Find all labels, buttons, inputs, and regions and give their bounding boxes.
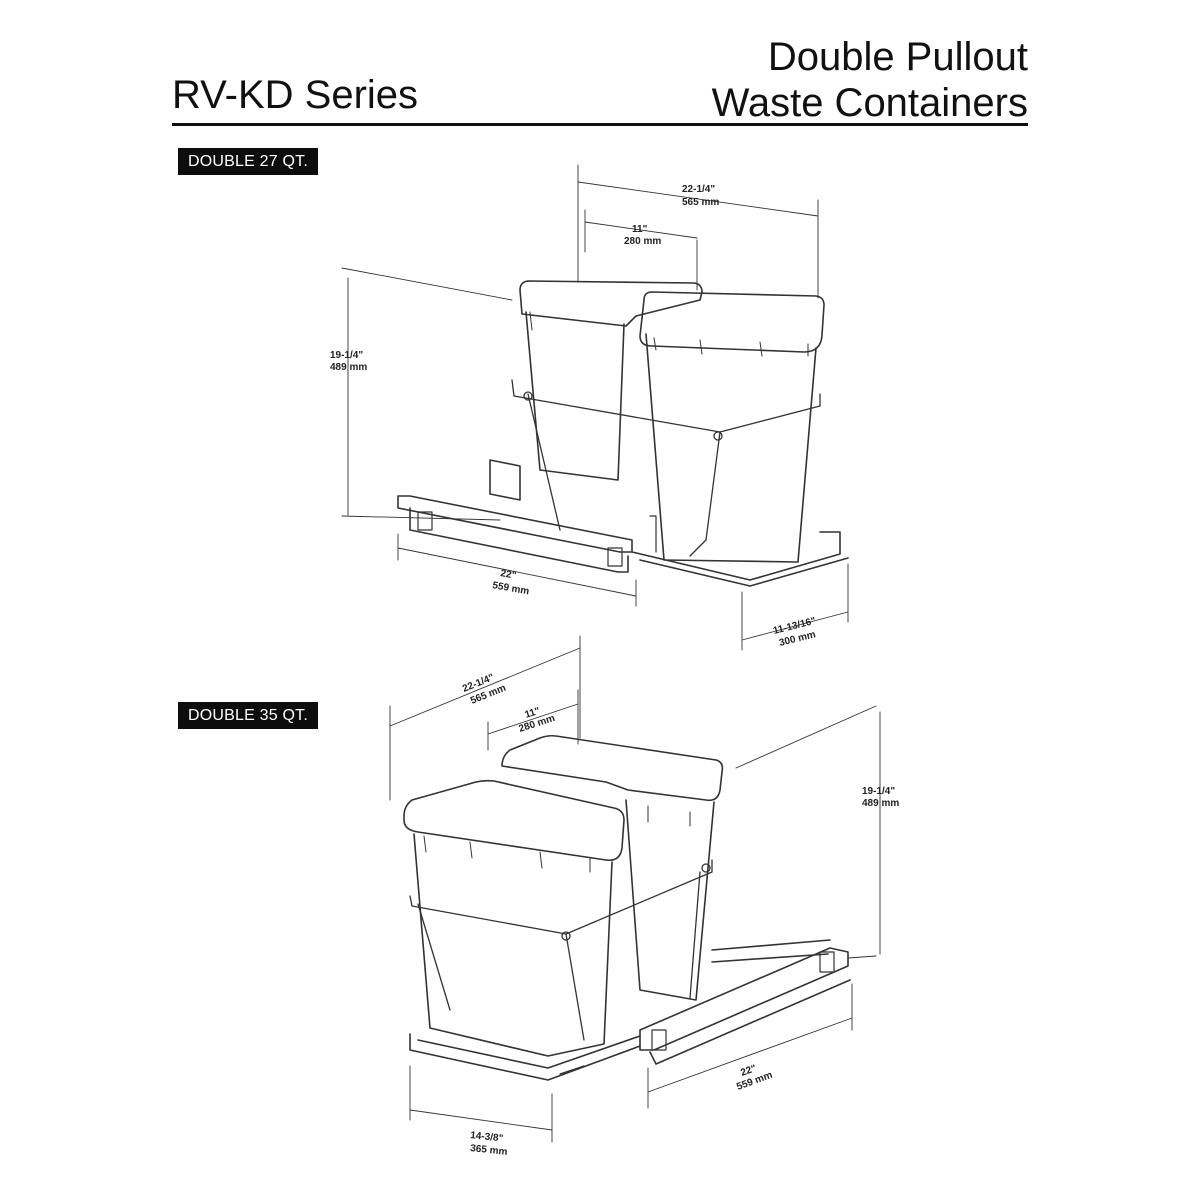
- header-rule: [172, 123, 1028, 126]
- bin-35-back: [501, 734, 724, 1001]
- dim-27-height-in: 19-1/4": [330, 350, 363, 361]
- dim-35-bin-in: 11": [524, 706, 542, 721]
- dim-35-front-mm: 365 mm: [470, 1143, 508, 1158]
- dim-35-height-mm: 489 mm: [862, 798, 899, 809]
- dim-27-bin-in: 11": [632, 224, 648, 235]
- dim-27-width-mm: 565 mm: [682, 197, 719, 208]
- dim-27-width-in: 22-1/4": [682, 184, 715, 195]
- drawing-double-35: [389, 635, 881, 1143]
- dim-35-front-in: 14-3/8": [470, 1130, 504, 1144]
- bin-27-front: [639, 291, 825, 563]
- dimension-lines-35: [389, 635, 881, 1143]
- dim-27-depth-in: 22": [499, 568, 517, 582]
- product-title-line-1: Double Pullout: [767, 35, 1028, 79]
- dim-27-bin-mm: 280 mm: [624, 236, 661, 247]
- dimension-lines-27: [341, 164, 849, 651]
- product-title-line-2: Waste Containers: [711, 81, 1028, 125]
- bin-27-back: [519, 280, 703, 481]
- rack-27: [511, 379, 821, 557]
- series-title: RV-KD Series: [172, 73, 419, 117]
- dim-35-depth-in: 22": [739, 1063, 758, 1079]
- slide-rail-27: [397, 459, 849, 587]
- dim-35-height-in: 19-1/4": [862, 786, 895, 797]
- slide-rail-35: [409, 939, 851, 1081]
- rack-35: [409, 859, 713, 1041]
- bin-35-front: [403, 779, 625, 1057]
- dim-27-height-mm: 489 mm: [330, 362, 367, 373]
- product-title: Double Pullout Waste Containers: [712, 34, 1028, 126]
- label-double-27: DOUBLE 27 QT.: [178, 148, 318, 175]
- dim-27-depth-mm: 559 mm: [491, 580, 530, 597]
- label-double-35: DOUBLE 35 QT.: [178, 702, 318, 729]
- drawing-double-27: [341, 164, 849, 651]
